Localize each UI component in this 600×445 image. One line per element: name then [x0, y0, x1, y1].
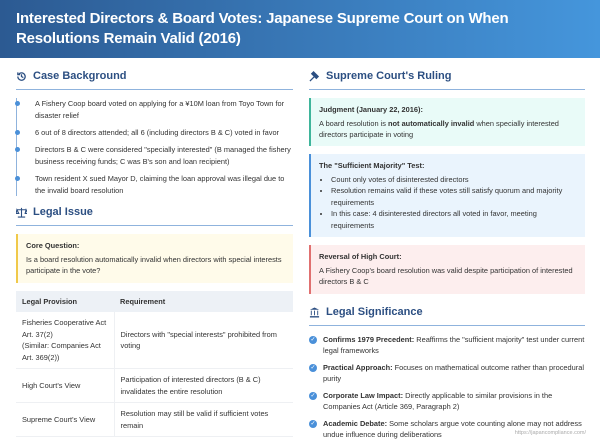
check-circle-icon: ✓ [309, 391, 317, 400]
scale-icon [16, 208, 27, 218]
source-url: https://japancompliance.com/ [514, 430, 586, 437]
left-column: Case Background A Fishery Coop board vot… [14, 68, 293, 437]
majority-test-box: The "Sufficient Majority" Test: Count on… [309, 154, 585, 238]
gavel-icon [309, 71, 320, 82]
case-background-heading: Case Background [16, 68, 293, 91]
right-column: Supreme Court's Ruling Judgment (January… [309, 68, 585, 445]
list-item: ✓Confirms 1979 Precedent: Reaffirms the … [309, 334, 585, 356]
page-header: Interested Directors & Board Votes: Japa… [0, 0, 600, 58]
judgment-box: Judgment (January 22, 2016): A board res… [309, 98, 585, 147]
significance-list: ✓Confirms 1979 Precedent: Reaffirms the … [309, 334, 585, 441]
reversal-box: Reversal of High Court: A Fishery Coop's… [309, 245, 585, 294]
history-icon [17, 72, 26, 81]
list-item: ✓Academic Debate: Some scholars argue vo… [309, 418, 582, 439]
table-row: Fisheries Cooperative Act Art. 37(2) (Si… [16, 312, 293, 370]
core-question-box: Core Question: Is a board resolution aut… [16, 234, 293, 283]
significance-heading: Legal Significance [309, 304, 585, 326]
legal-issue-heading: Legal Issue [16, 204, 293, 227]
background-timeline: A Fishery Coop board voted on applying f… [14, 98, 293, 197]
timeline-item: Town resident X sued Mayor D, claiming t… [14, 173, 293, 196]
list-item: ✓Corporate Law Impact: Directly applicab… [309, 390, 553, 412]
check-circle-icon: ✓ [309, 363, 317, 372]
ruling-heading: Supreme Court's Ruling [309, 68, 585, 91]
check-circle-icon: ✓ [309, 335, 317, 344]
timeline-item: 6 out of 8 directors attended; all 6 (in… [14, 127, 293, 138]
check-circle-icon: ✓ [309, 419, 317, 428]
list-item: ✓Practical Approach: Focuses on mathemat… [309, 362, 584, 384]
timeline-item: A Fishery Coop board voted on applying f… [14, 98, 293, 121]
timeline-item: Directors B & C were considered "special… [14, 144, 293, 167]
institution-icon [309, 307, 320, 318]
page-title: Interested Directors & Board Votes: Japa… [16, 10, 509, 47]
